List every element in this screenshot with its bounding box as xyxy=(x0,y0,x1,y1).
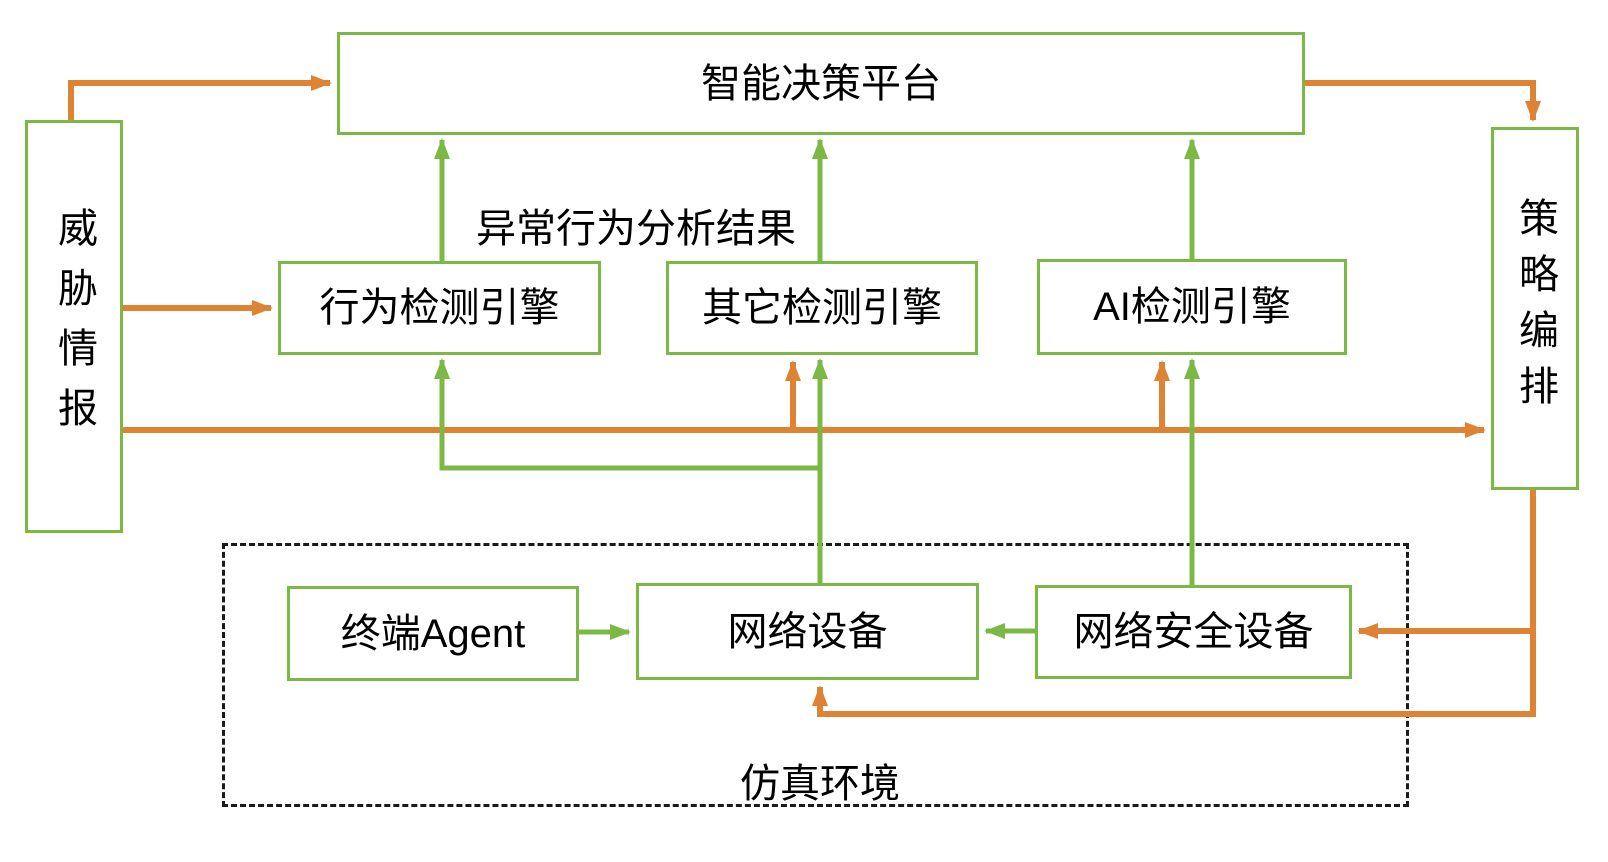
label-simulation-environment: 仿真环境 xyxy=(740,762,900,806)
label-abnormal-behavior-analysis-result: 异常行为分析结果 xyxy=(476,207,796,251)
node-threat-intelligence: 威胁情报 xyxy=(25,120,123,533)
node-terminal-agent: 终端Agent xyxy=(287,586,579,681)
arrow-netdev-to-behavior xyxy=(434,358,820,471)
node-other-detection-engine: 其它检测引擎 xyxy=(666,261,978,355)
node-network-security-device: 网络安全设备 xyxy=(1035,585,1352,679)
arrow-threat-to-platform xyxy=(68,75,332,120)
node-ai-detection-engine: AI检测引擎 xyxy=(1037,259,1347,355)
simulation-environment-frame xyxy=(222,543,1409,807)
node-policy-orchestration: 策略编排 xyxy=(1491,127,1579,490)
node-behavior-detection-engine: 行为检测引擎 xyxy=(278,261,601,355)
arrow-policy-to-netdev xyxy=(812,490,1536,717)
node-intelligent-decision-platform: 智能决策平台 xyxy=(337,32,1305,135)
node-network-device: 网络设备 xyxy=(636,583,979,680)
arrow-platform-to-policy xyxy=(1305,80,1541,122)
